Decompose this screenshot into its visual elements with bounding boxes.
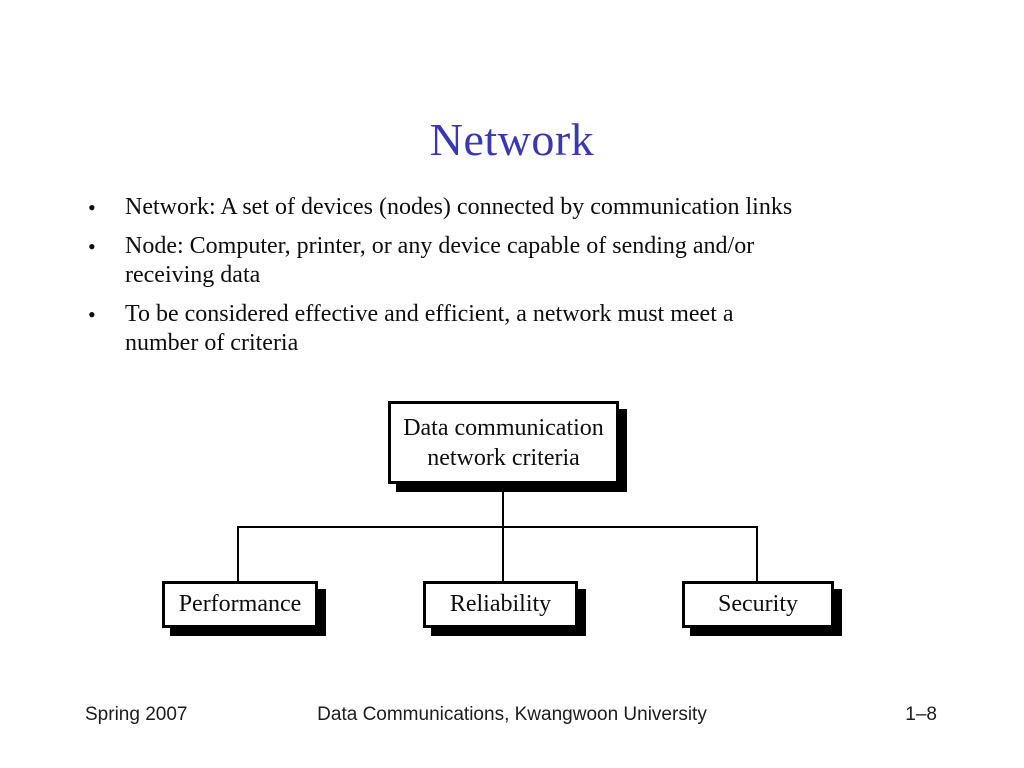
- diagram-node-label: Performance: [178, 591, 302, 617]
- bullet-marker: •: [88, 234, 96, 259]
- bullet-item: • To be considered effective and efficie…: [88, 300, 938, 358]
- diagram-node-security: Security: [682, 581, 834, 628]
- bullet-item: • Network: A set of devices (nodes) conn…: [88, 193, 938, 222]
- footer-course-title: Data Communications, Kwangwoon Universit…: [317, 704, 707, 725]
- footer-term: Spring 2007: [85, 704, 188, 725]
- diagram-node-performance: Performance: [162, 581, 318, 628]
- diagram-node-reliability: Reliability: [423, 581, 578, 628]
- diagram-node-label: Security: [718, 591, 798, 617]
- connector-drop-reliability: [502, 526, 504, 582]
- bullet-marker: •: [88, 195, 96, 220]
- bullet-text-line: number of criteria: [125, 330, 299, 356]
- connector-horizontal-bus: [237, 526, 758, 528]
- connector-drop-performance: [237, 526, 239, 582]
- diagram-root-label: Data communication network criteria: [403, 414, 604, 471]
- connector-root-stem: [502, 484, 504, 527]
- bullet-text-line: receiving data: [125, 262, 261, 288]
- slide-title: Network: [429, 113, 595, 165]
- bullet-text-line: Network: A set of devices (nodes) connec…: [125, 194, 793, 220]
- connector-drop-security: [756, 526, 758, 582]
- bullet-item: • Node: Computer, printer, or any device…: [88, 232, 938, 290]
- bullet-text-line: Node: Computer, printer, or any device c…: [125, 233, 755, 259]
- diagram-root-node: Data communication network criteria: [388, 401, 619, 484]
- bullet-text-line: To be considered effective and efficient…: [125, 301, 734, 327]
- bullet-marker: •: [88, 302, 96, 327]
- diagram-node-label: Reliability: [449, 591, 552, 617]
- footer-page-number: 1–8: [905, 704, 937, 725]
- bullet-list: • Network: A set of devices (nodes) conn…: [88, 193, 938, 368]
